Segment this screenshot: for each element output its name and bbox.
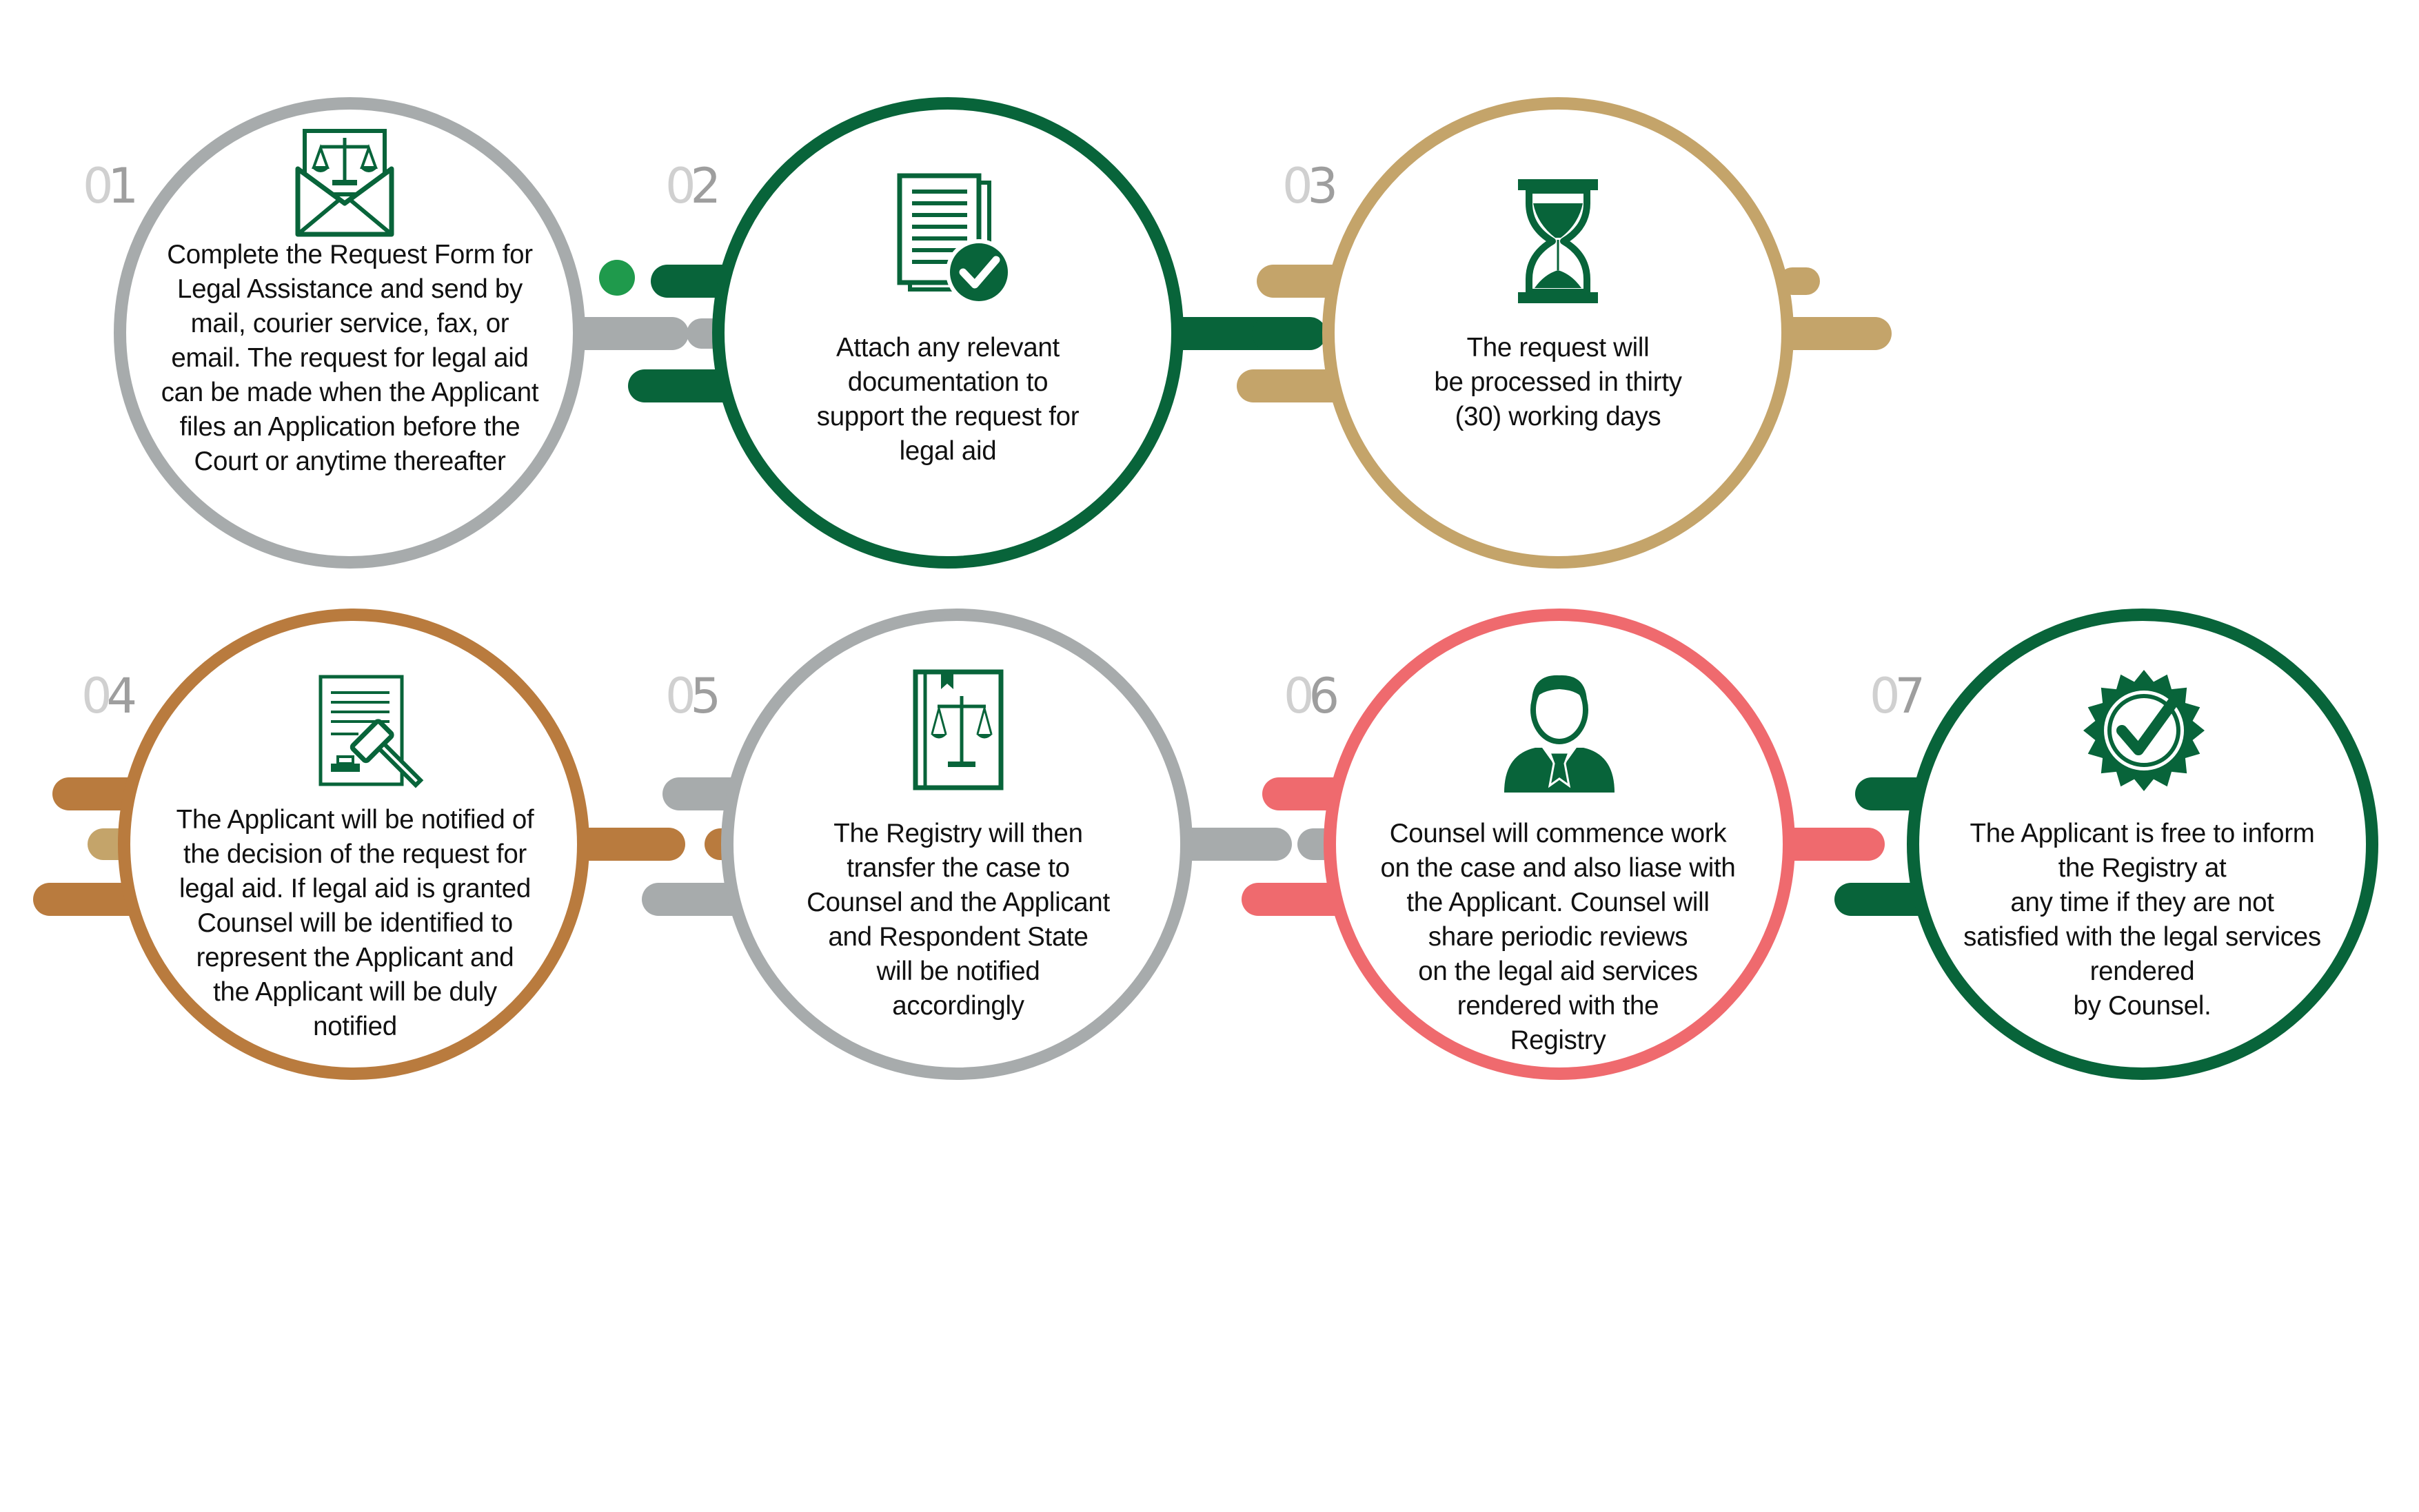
step-number: 04: [81, 668, 137, 724]
counsel-person-icon: [1504, 675, 1615, 793]
gavel-document-icon: [318, 675, 424, 788]
step-number: 01: [83, 158, 139, 214]
step-number: 06: [1284, 668, 1339, 724]
law-book-icon: [913, 669, 1004, 790]
step-number: 02: [665, 158, 721, 214]
step-circle: [1907, 609, 2378, 1080]
step-number: 07: [1870, 668, 1925, 724]
step-circle: [1322, 97, 1794, 569]
step-circle: [114, 97, 585, 569]
step-circle: [712, 97, 1184, 569]
step-circle: [1324, 609, 1795, 1080]
envelope-scales-icon: [295, 129, 394, 237]
step-circle: [721, 609, 1193, 1080]
document-checkmark-icon: [897, 173, 1012, 305]
connector-dot: [599, 260, 635, 296]
step-number: 05: [665, 668, 721, 724]
approval-seal-icon: [2083, 670, 2205, 791]
step-circle: [118, 609, 589, 1080]
hourglass-icon: [1518, 179, 1598, 303]
step-number: 03: [1282, 158, 1338, 214]
